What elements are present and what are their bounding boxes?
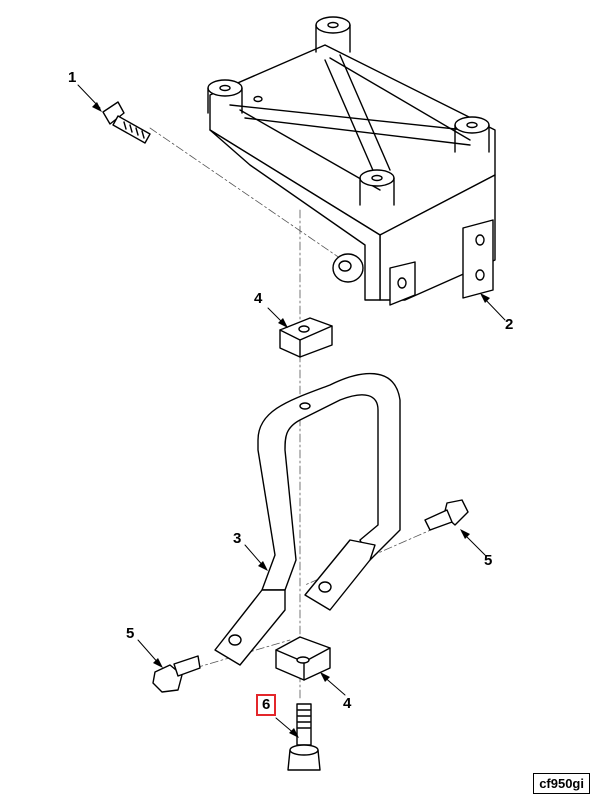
bolt-part5-right (424, 499, 469, 531)
figure-id-label: cf950gi (533, 773, 590, 794)
bolt-part1 (102, 101, 151, 144)
leader-arrowheads (92, 102, 490, 738)
callout-3: 3 (233, 530, 242, 547)
callout-4-lower: 4 (343, 695, 352, 712)
long-bolt-part6 (287, 703, 321, 771)
clamp-block-part4-lower (275, 636, 331, 681)
u-strap-part3 (214, 372, 401, 666)
callout-2: 2 (505, 316, 514, 333)
callout-1: 1 (68, 69, 77, 86)
clamp-block-part4-upper (279, 317, 333, 358)
callout-5-right: 5 (484, 552, 493, 569)
callout-6-highlighted: 6 (256, 694, 277, 716)
mounting-bracket-part2 (207, 16, 496, 306)
callout-5-left: 5 (126, 625, 135, 642)
bolt-part5-left (152, 655, 201, 693)
callout-4-upper: 4 (254, 290, 263, 307)
